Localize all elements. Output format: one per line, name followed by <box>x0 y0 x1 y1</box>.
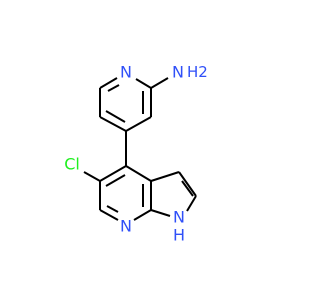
bond-pp-c6-n7-double <box>106 205 119 213</box>
chlorine-label: Cl <box>64 155 80 174</box>
bond-pp-c4-c5 <box>99 165 127 182</box>
bond-network <box>83 77 197 221</box>
bond-pyr-c6-n-double <box>107 84 120 92</box>
bond-pyrrole-c3-c2 <box>178 171 197 197</box>
bond-pyr-c6-n <box>99 77 118 89</box>
bond-c2-amine <box>150 77 169 89</box>
bond-c5-cl <box>83 171 101 182</box>
bond-pyrrole-c3-c2-double <box>181 180 194 197</box>
amine-hydrogen-label: H2 <box>187 63 208 81</box>
amine-nitrogen-label: N <box>172 63 184 82</box>
bond-pp-c6-n7 <box>99 209 119 221</box>
bond-pp-c4-c5-double <box>105 174 126 187</box>
bond-pyrrole-c3a-c3 <box>150 171 180 182</box>
bond-pyrrole-c2-n1 <box>186 195 197 212</box>
bond-pyr-c4-c5 <box>99 116 127 132</box>
pyrrole-nitrogen-label: N <box>173 208 185 227</box>
bond-pyr-c3-c4 <box>125 116 152 132</box>
molecular-structure: N N H2 Cl N N H <box>64 63 208 245</box>
bond-pp-c3a-c4 <box>125 165 152 182</box>
pyrrole-hydrogen-label: H <box>173 226 185 245</box>
bond-pp-n7-c7a <box>133 209 152 221</box>
pyridine-nitrogen-label: N <box>120 63 132 82</box>
atom-labels: N N H2 Cl N N H <box>64 63 208 245</box>
bond-pyr-n-c2 <box>135 78 152 89</box>
pyridine-ring-nitrogen-label: N <box>120 217 132 236</box>
bond-pyr-c4-c5-double <box>105 110 126 123</box>
bond-pyrrole-n1-c7a <box>150 209 171 217</box>
